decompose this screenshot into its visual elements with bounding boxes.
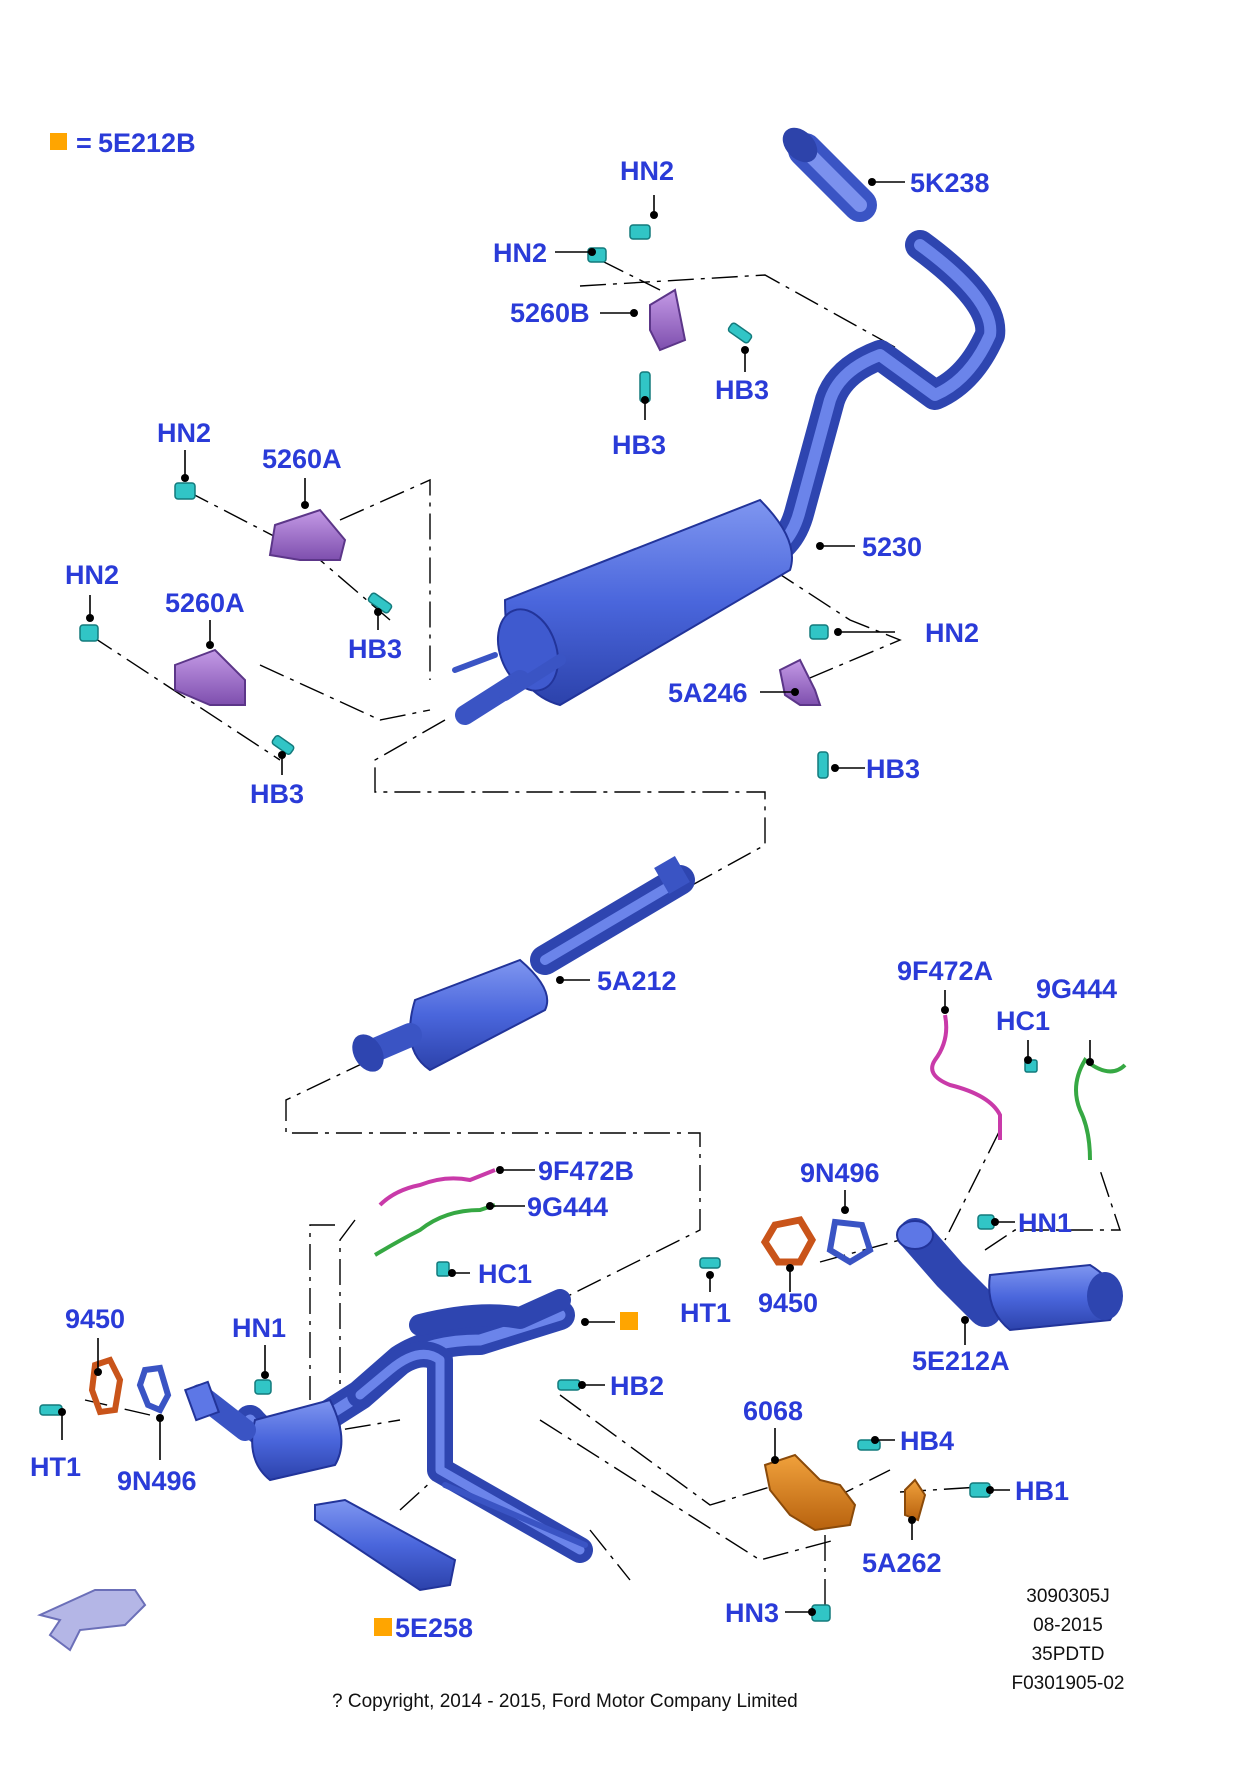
callout-ht1: HT1 xyxy=(680,1298,731,1328)
bracket-5a262 xyxy=(904,1478,927,1522)
assembly-lines xyxy=(84,259,1121,1610)
hb2-bolt-icon xyxy=(557,1379,581,1391)
callout-hn2: HN2 xyxy=(157,418,211,448)
vehicle-front-arrow-icon xyxy=(36,1589,147,1652)
callout-labels: HN2 HN2 5260B HB3 HB3 5K238 HN2 5260A HB… xyxy=(30,156,1117,1643)
tailpipe-5k238 xyxy=(782,127,877,222)
sensor-9g444-right-icon xyxy=(1074,1057,1127,1161)
callout-hb4: HB4 xyxy=(900,1426,954,1456)
sensor-9g444-left-icon xyxy=(373,1203,496,1257)
hanger-bracket-5260a-upper xyxy=(268,508,347,561)
callout-5260a: 5260A xyxy=(262,444,342,474)
callout-hb1: HB1 xyxy=(1015,1476,1069,1506)
copyright-notice: ? Copyright, 2014 - 2015, Ford Motor Com… xyxy=(332,1691,798,1712)
callout-hb3: HB3 xyxy=(250,779,304,809)
diagram-id: 3090305J xyxy=(1026,1586,1109,1607)
callout-5a246: 5A246 xyxy=(668,678,748,708)
sensor-9f472b-icon xyxy=(378,1168,496,1207)
heat-shield-5e258 xyxy=(314,1498,457,1592)
legend-code: 5E212B xyxy=(98,128,196,158)
callout-hn1: HN1 xyxy=(1018,1208,1072,1238)
hc1-clip-icon xyxy=(436,1261,450,1277)
front-y-pipe xyxy=(183,1289,593,1563)
callout-hb3: HB3 xyxy=(866,754,920,784)
callout-hn2: HN2 xyxy=(925,618,979,648)
gasket-9450-left-icon xyxy=(88,1356,124,1416)
callout-9f472a: 9F472A xyxy=(897,956,993,986)
legend-marker-icon xyxy=(50,133,67,150)
callout-9450: 9450 xyxy=(758,1288,818,1318)
diagram-code: 35PDTD xyxy=(1032,1644,1105,1665)
callout-hc1: HC1 xyxy=(478,1259,532,1289)
callout-hn2: HN2 xyxy=(620,156,674,186)
ht1-stud-icon xyxy=(699,1257,721,1269)
callout-hn3: HN3 xyxy=(725,1598,779,1628)
callout-5e212a: 5E212A xyxy=(912,1346,1010,1376)
hn2-nut-icon xyxy=(809,624,829,640)
callout-5k238: 5K238 xyxy=(910,168,990,198)
hn2-nut-icon xyxy=(629,224,651,240)
hn1-nut-icon xyxy=(254,1379,272,1395)
callout-hc1: HC1 xyxy=(996,1006,1050,1036)
callout-hb2: HB2 xyxy=(610,1371,664,1401)
hb3-bolt-icon xyxy=(817,751,829,779)
callout-5e258: 5E258 xyxy=(395,1613,473,1643)
diagram-date: 08-2015 xyxy=(1033,1615,1103,1636)
callout-ht1: HT1 xyxy=(30,1452,81,1482)
orange-marker-5e212b-icon xyxy=(620,1312,638,1330)
callout-9n496: 9N496 xyxy=(117,1466,197,1496)
callout-9f472b: 9F472B xyxy=(538,1156,634,1186)
hanger-bracket-5260b xyxy=(649,288,687,352)
hb3-bolt-icon xyxy=(367,592,393,614)
orange-marker-5e258-icon xyxy=(374,1618,392,1636)
callout-hb3: HB3 xyxy=(612,430,666,460)
callout-hn2: HN2 xyxy=(493,238,547,268)
callout-5260a: 5260A xyxy=(165,588,245,618)
callout-9g444: 9G444 xyxy=(1036,974,1117,1004)
callout-leaders xyxy=(58,178,1094,1616)
callout-5a212: 5A212 xyxy=(597,966,677,996)
hanger-bracket-5a246 xyxy=(778,658,822,706)
hb3-bolt-icon xyxy=(727,322,753,344)
callout-hn2: HN2 xyxy=(65,560,119,590)
callout-hb3: HB3 xyxy=(715,375,769,405)
flange-9n496-left-icon xyxy=(136,1364,172,1414)
heat-shield-6068 xyxy=(763,1453,857,1532)
callout-9450: 9450 xyxy=(65,1304,125,1334)
diagram-metadata: 3090305J 08-2015 35PDTD F0301905-02 xyxy=(1011,1586,1124,1694)
callout-hb3: HB3 xyxy=(348,634,402,664)
callout-6068: 6068 xyxy=(743,1396,803,1426)
intermediate-muffler-5a212 xyxy=(352,856,695,1072)
callout-5260b: 5260B xyxy=(510,298,590,328)
callout-hn1: HN1 xyxy=(232,1313,286,1343)
gasket-9450-right-icon xyxy=(760,1216,817,1266)
callout-9n496: 9N496 xyxy=(800,1158,880,1188)
callout-5a262: 5A262 xyxy=(862,1548,942,1578)
hanger-bracket-5260a-lower xyxy=(174,648,246,706)
hb3-bolt-icon xyxy=(271,735,295,755)
diagram-figure-number: F0301905-02 xyxy=(1011,1673,1124,1694)
flange-9n496-right-icon xyxy=(826,1218,874,1266)
rear-muffler-5230 xyxy=(452,230,1006,725)
callout-9g444: 9G444 xyxy=(527,1192,608,1222)
callout-5230: 5230 xyxy=(862,532,922,562)
legend: = 5E212B xyxy=(50,128,196,158)
catalytic-converter-5e212a xyxy=(896,1218,1123,1332)
sensor-9f472a-icon xyxy=(930,1014,1002,1140)
hn2-nut-icon xyxy=(174,482,196,500)
hn2-nut-icon xyxy=(79,624,99,642)
legend-equals: = xyxy=(76,128,92,158)
